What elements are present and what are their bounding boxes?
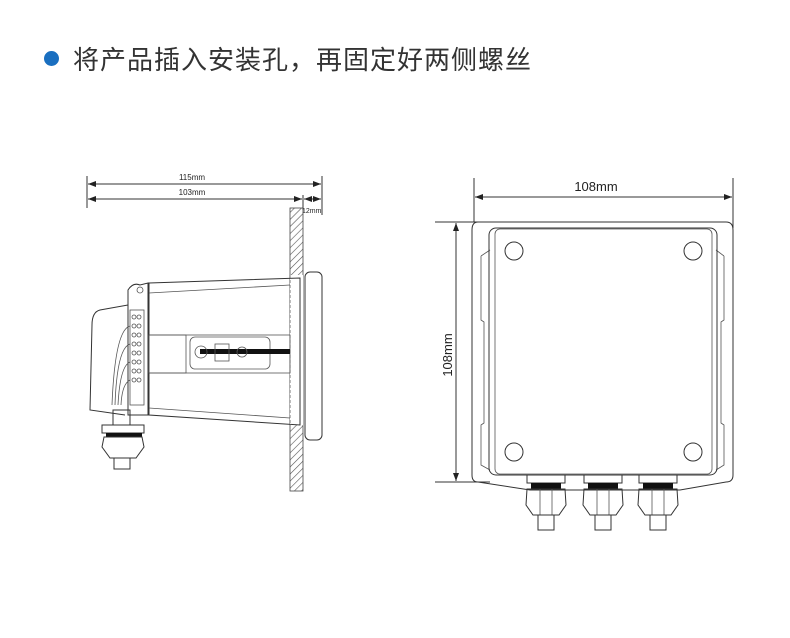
screw-hole-icon — [683, 442, 703, 462]
dim-overall-label: 115mm — [179, 173, 205, 182]
screw-hole-icon — [683, 241, 703, 261]
side-view: 115mm 103mm 12mm — [86, 173, 323, 492]
cable-gland — [525, 474, 567, 531]
device-cover — [488, 227, 718, 476]
front-bezel — [304, 271, 323, 441]
bullet-icon — [44, 51, 59, 66]
heading-text: 将产品插入安装孔，再固定好两侧螺丝 — [73, 46, 533, 76]
cable-gland — [101, 409, 145, 470]
dim-height-label: 108mm — [440, 333, 455, 376]
cable-gland — [637, 474, 679, 531]
mounting-plate — [471, 221, 734, 491]
screw-hole-icon — [504, 241, 524, 261]
terminal-cover — [127, 282, 149, 416]
dimension-lines: 115mm 103mm 12mm — [86, 173, 323, 215]
dim-width-label: 108mm — [574, 179, 617, 194]
front-view: 108mm 108mm — [435, 178, 734, 531]
section-heading: 将产品插入安装孔，再固定好两侧螺丝 — [44, 40, 532, 77]
cable-gland — [582, 474, 624, 531]
front-dimension-lines: 108mm 108mm — [435, 178, 734, 483]
dim-bezel-label: 12mm — [302, 208, 322, 215]
terminal-block — [111, 309, 145, 406]
screw-hole-icon — [504, 442, 524, 462]
dim-body-label: 103mm — [179, 188, 206, 197]
